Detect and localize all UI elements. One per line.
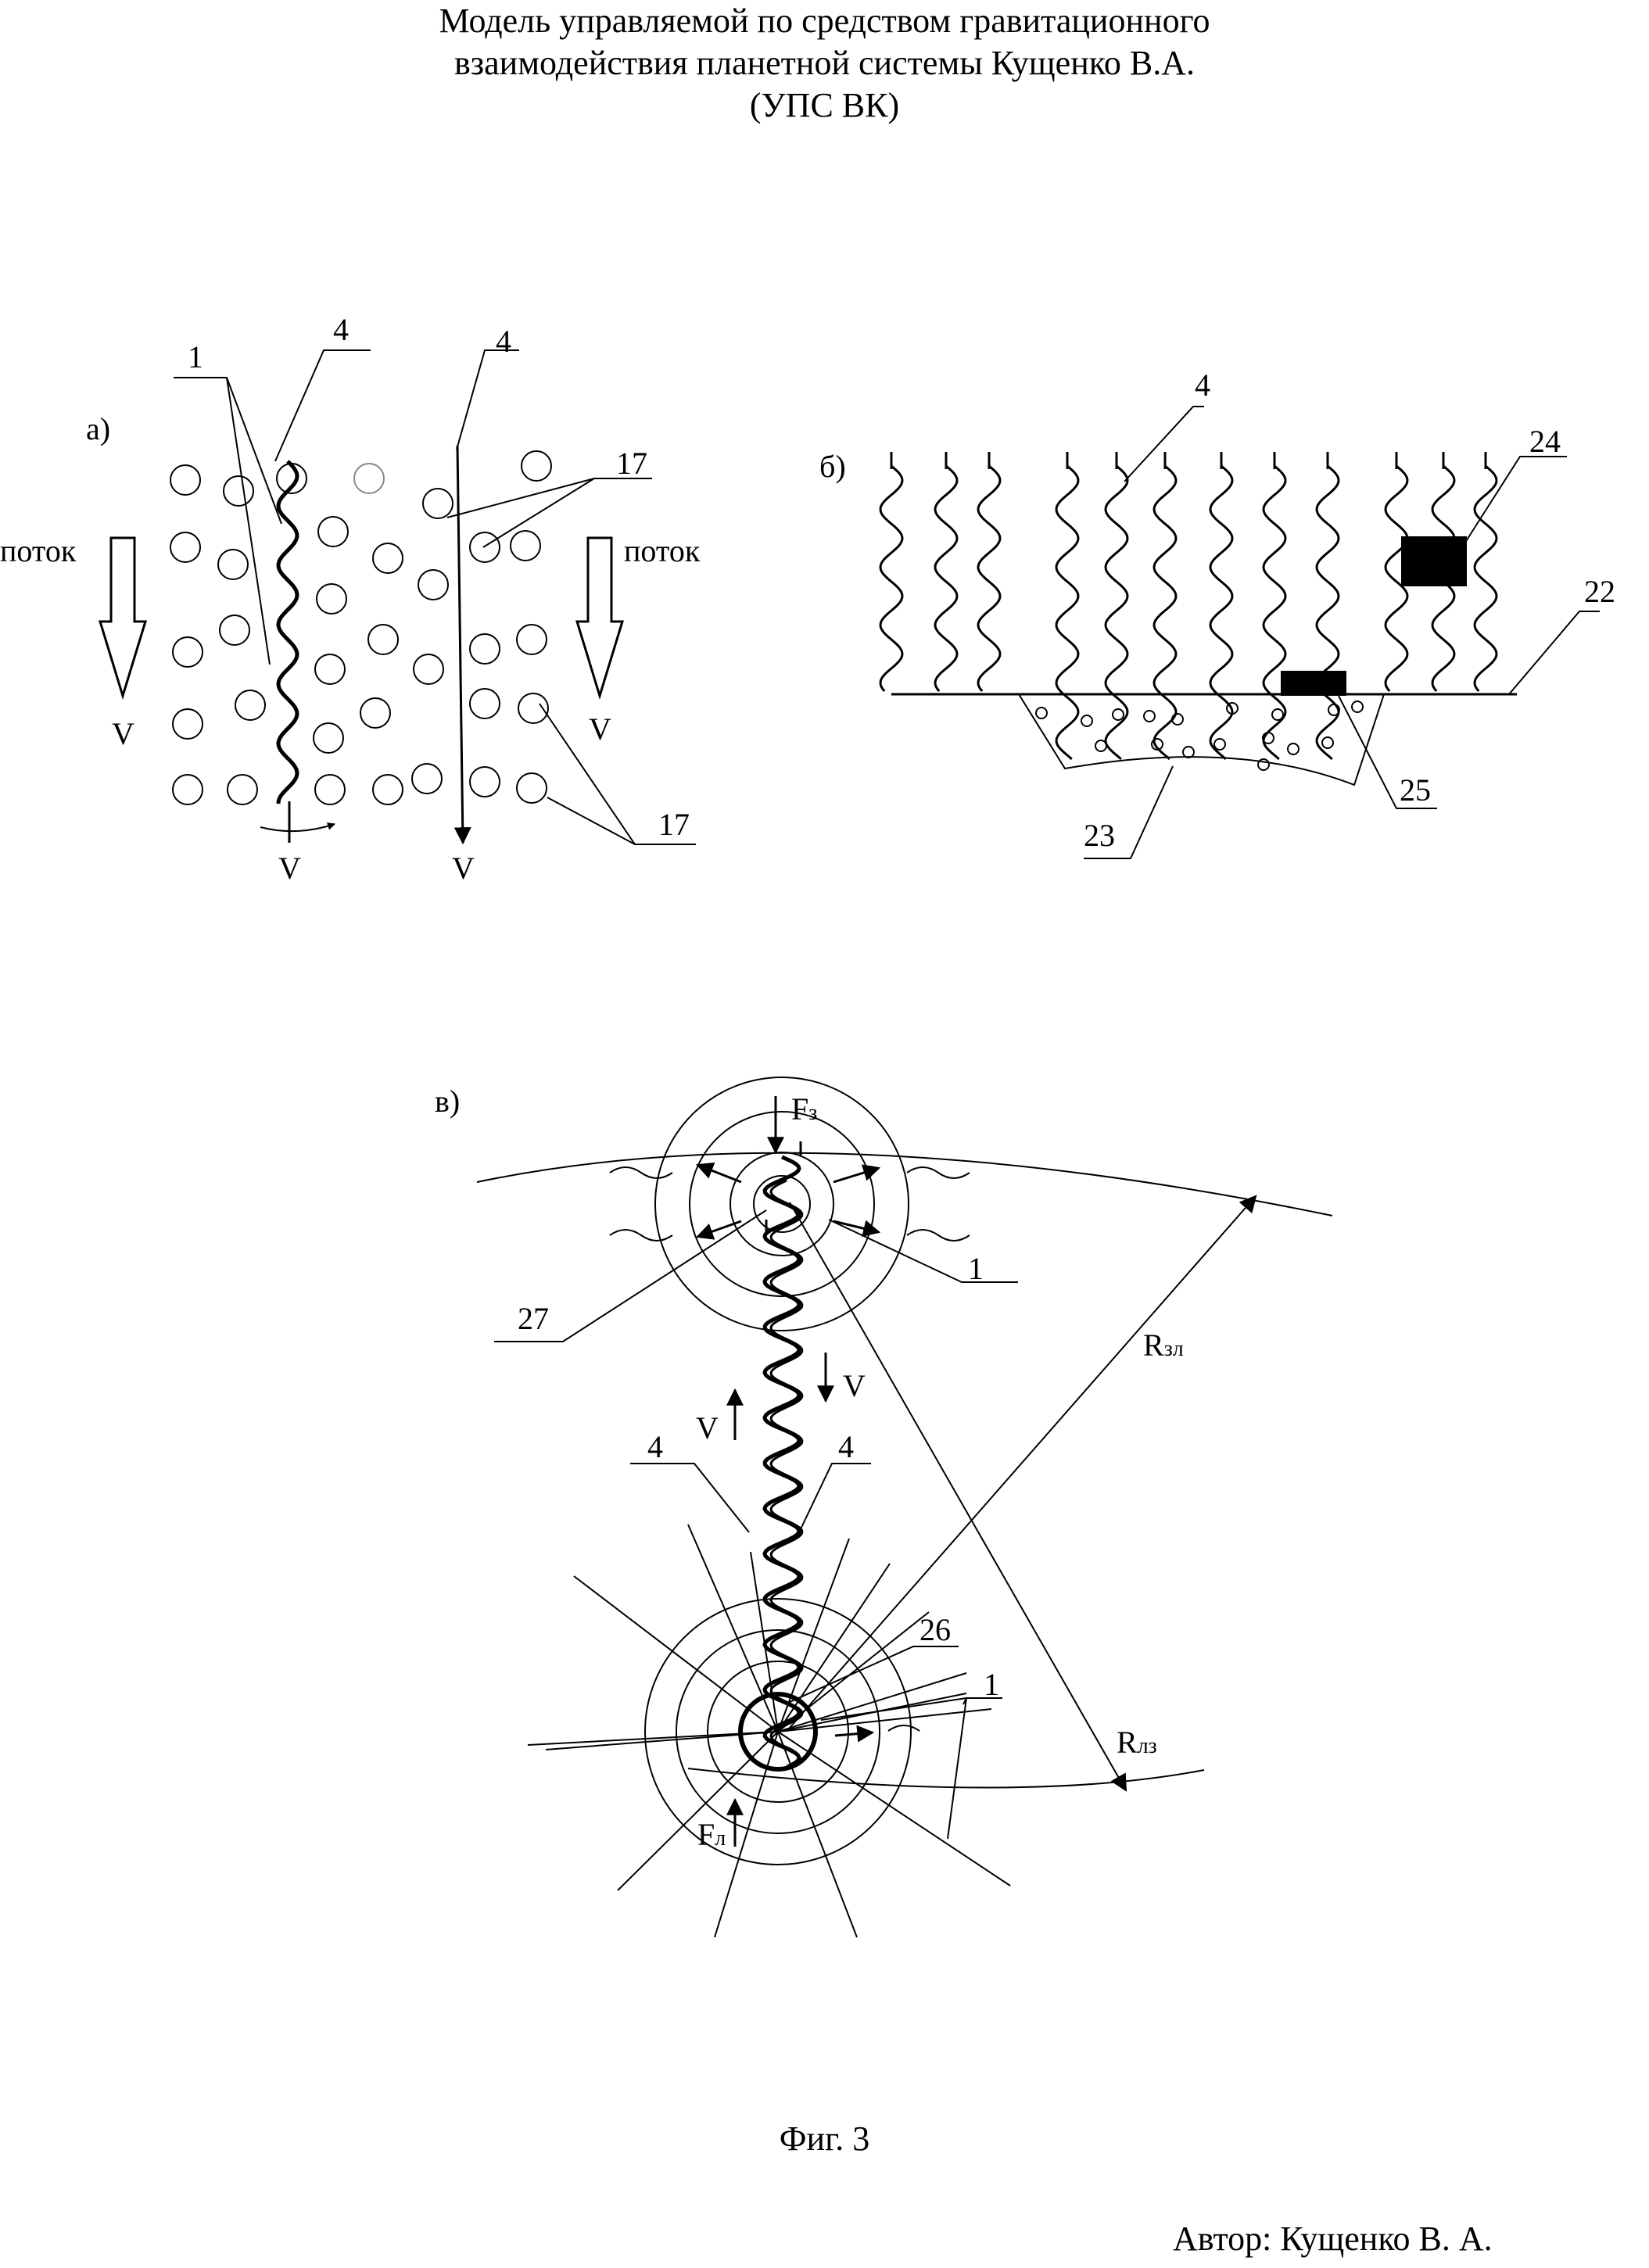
force-top-label: Fз (791, 1091, 817, 1127)
sediment-particles (1035, 700, 1364, 771)
radius-lz-label: Rлз (1117, 1725, 1157, 1760)
ref-4-left-label: 4 (647, 1429, 663, 1464)
v-right-label: V (843, 1368, 866, 1403)
ref-1-bottom-label: 1 (984, 1667, 999, 1702)
wavy-string-b (1104, 464, 1129, 761)
v-wave-bottom-label: V (278, 851, 301, 886)
wavy-string-4 (276, 460, 299, 804)
wavy-string-b (1384, 464, 1409, 692)
radius-zl-label: Rзл (1143, 1327, 1184, 1363)
radial-rays (527, 1524, 1011, 1938)
flow-left-label: поток (0, 533, 77, 568)
leaders-b (1084, 406, 1600, 859)
radius-lz-line (789, 1202, 1127, 1792)
rotation-arrow (260, 822, 335, 833)
ref-27-label: 27 (518, 1301, 549, 1336)
v-right-arrow-label: V (589, 711, 611, 747)
panel-a-label: а) (86, 411, 110, 446)
ref-4-line-label: 4 (496, 324, 511, 359)
leaders-c (494, 1209, 1018, 1840)
field-arrows-top (695, 1096, 881, 1240)
flow-right-label: поток (624, 533, 701, 568)
wavy-string-b (934, 464, 959, 692)
body-26 (644, 1598, 920, 1865)
title-line-2: взаимодействия планетной системы Кущенко… (453, 44, 1196, 82)
v-left-label: V (696, 1410, 719, 1446)
force-bottom-label: Fл (697, 1817, 726, 1852)
flow-arrow-left (98, 536, 148, 700)
ref-4-right-label: 4 (838, 1429, 854, 1464)
radius-lz-symbol: R (1117, 1725, 1138, 1760)
ref-26-label: 26 (919, 1612, 951, 1647)
title-line-3: (УПС ВК) (749, 86, 900, 124)
wavy-string-b (1055, 464, 1080, 761)
panel-b-label: б) (819, 449, 846, 484)
block-25 (1281, 671, 1346, 696)
ref-23-label: 23 (1084, 818, 1115, 853)
pit-23 (1018, 693, 1385, 786)
v-line-bottom-label: V (452, 851, 475, 886)
force-top-symbol: F (791, 1091, 808, 1127)
wavy-string-b (1473, 464, 1498, 692)
orbit-bottom (687, 1768, 1205, 1789)
ref-17-top-label: 17 (616, 446, 647, 481)
radius-zl-line (789, 1195, 1257, 1729)
force-bottom-subscript: л (715, 1826, 726, 1851)
wavy-string-4-left (762, 1155, 801, 1769)
wavy-string-b (879, 464, 904, 692)
ref-1-top-label: 1 (968, 1251, 984, 1286)
block-24 (1401, 536, 1467, 586)
panel-a: а) поток поток V (0, 312, 701, 886)
ref-17-bottom-label: 17 (658, 807, 690, 842)
ref-4-wave-label: 4 (333, 312, 349, 347)
ref-25-label: 25 (1400, 772, 1431, 808)
body-27 (609, 1077, 970, 1331)
author-line: Автор: Кущенко В. А. (1173, 2220, 1493, 2258)
ref-1-label: 1 (188, 339, 203, 374)
field-arrow-bottom (834, 1725, 875, 1743)
v-left-arrow-label: V (112, 716, 134, 751)
page-title: Модель управляемой по средством гравитац… (0, 0, 1649, 127)
ref-24-label: 24 (1529, 424, 1561, 459)
leaders-a (174, 349, 696, 845)
panel-c: в) Fз (435, 1077, 1333, 1938)
panel-c-label: в) (435, 1084, 460, 1119)
title-line-1: Модель управляемой по средством гравитац… (439, 2, 1210, 40)
wavy-string-b (1262, 464, 1287, 761)
ref-22-label: 22 (1584, 574, 1615, 609)
wavy-string-b (1209, 464, 1234, 761)
wavy-string-b (1315, 464, 1340, 761)
wavy-string-b (977, 464, 1002, 692)
force-top-subscript: з (808, 1101, 817, 1125)
core-26 (738, 1692, 818, 1772)
orbit-top (476, 1152, 1333, 1216)
radius-zl-symbol: R (1143, 1327, 1164, 1363)
wavy-string-b (1153, 464, 1178, 761)
radius-zl-subscript: зл (1164, 1337, 1184, 1361)
ref-4-b-label: 4 (1195, 367, 1210, 403)
figure-caption: Фиг. 3 (779, 2119, 870, 2158)
straight-string-4 (453, 445, 471, 845)
panel-b: б) 4 24 22 25 23 (819, 367, 1615, 859)
particles-17 (170, 450, 552, 805)
wavy-strings-4 (879, 452, 1498, 761)
force-bottom-symbol: F (697, 1817, 715, 1852)
wavy-string-4-right (769, 1179, 804, 1752)
radius-lz-subscript: лз (1138, 1734, 1157, 1758)
flow-arrow-right (575, 536, 625, 700)
